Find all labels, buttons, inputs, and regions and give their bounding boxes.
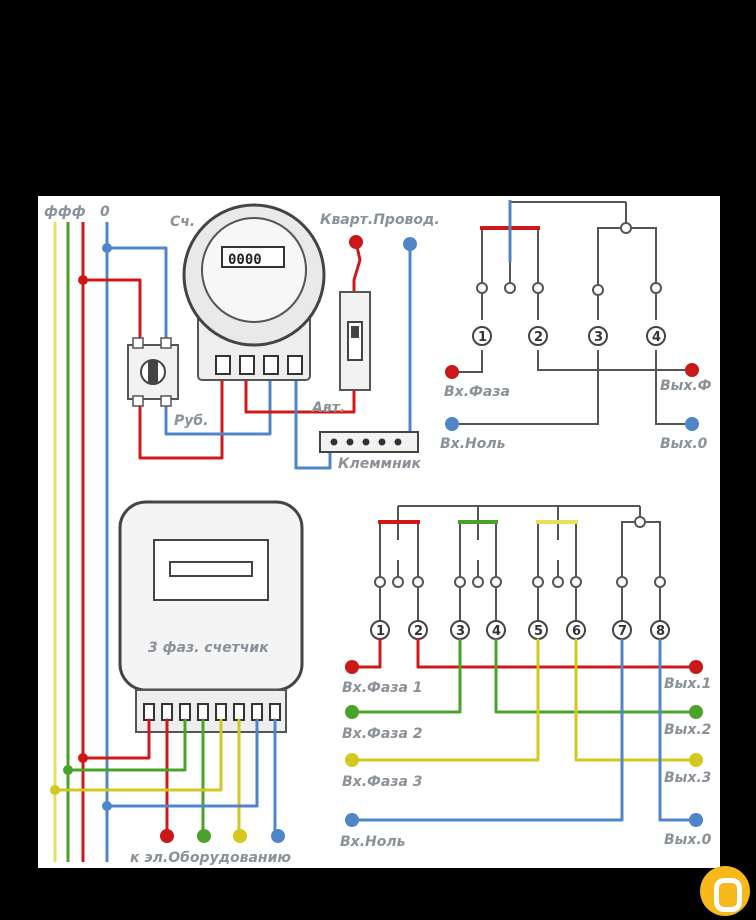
single-terminal-3: 3: [594, 330, 603, 345]
bottom-black-bar: [0, 868, 756, 920]
single-out-neutral-label: Вых.0: [660, 436, 708, 452]
meter-display: 0000: [228, 252, 262, 268]
three-terminal-8: 8: [656, 624, 665, 639]
single-terminal-2: 2: [534, 330, 543, 345]
single-phase-meter: [182, 203, 326, 381]
knife-switch: [127, 337, 179, 407]
in-neutral-label: Вх.Ноль: [340, 834, 406, 850]
three-phase-meter-label: 3 фаз. счетчик: [148, 640, 269, 656]
three-phase-terminals: 1 2 3 4 5 6 7 8: [370, 620, 670, 640]
in-phase3-label: Вх.Фаза 3: [342, 774, 423, 790]
three-phase-meter: [118, 500, 304, 733]
right-black-strip: [720, 0, 756, 920]
three-phase-meter-wires: [50, 718, 285, 843]
three-terminal-6: 6: [572, 624, 581, 639]
in-phase2-label: Вх.Фаза 2: [342, 726, 423, 742]
top-black-bar: [0, 0, 756, 196]
main-bus-lines: [53, 222, 109, 862]
terminal-label: Клеммник: [338, 456, 422, 472]
out3-label: Вых.3: [664, 770, 711, 786]
out2-label: Вых.2: [664, 722, 711, 738]
logo-inner-shape: [714, 878, 742, 912]
single-in-phase-label: Вх.Фаза: [444, 384, 510, 400]
three-phase-schematic: [379, 505, 661, 620]
single-out-phase-label: Вых.Ф: [660, 378, 712, 394]
three-terminal-4: 4: [492, 624, 501, 639]
wiring-diagram: ффф 0 Руб.: [44, 200, 712, 866]
to-equipment-label: к эл.Оборудованию: [130, 850, 291, 866]
single-terminals: 1 2 3 4: [472, 326, 666, 346]
three-terminal-5: 5: [534, 624, 543, 639]
out0-label: Вых.0: [664, 832, 712, 848]
meter-label: Сч.: [170, 214, 195, 230]
single-terminal-1: 1: [478, 330, 487, 345]
switch-label: Руб.: [174, 413, 208, 429]
out1-label: Вых.1: [664, 676, 711, 692]
three-terminal-1: 1: [376, 624, 385, 639]
corner-logo: [700, 866, 750, 916]
breaker-label: Авт.: [311, 400, 345, 416]
neutral-top-label: 0: [100, 204, 110, 220]
three-phase-io-wires: [350, 638, 696, 822]
apartment-wiring-label: Кварт.Провод.: [320, 212, 440, 228]
single-contacts: [476, 222, 662, 296]
circuit-breaker: [339, 291, 371, 391]
single-terminal-4: 4: [652, 330, 661, 345]
phases-top-label: ффф: [44, 204, 86, 220]
three-phase-meter-terminals: [143, 703, 281, 721]
terminal-block: [319, 431, 419, 453]
left-black-strip: [0, 0, 38, 920]
three-terminal-2: 2: [414, 624, 423, 639]
three-phase-contacts: [374, 516, 666, 588]
single-phase-wires: [78, 235, 417, 470]
single-in-neutral-label: Вх.Ноль: [440, 436, 506, 452]
in-phase1-label: Вх.Фаза 1: [342, 680, 423, 696]
three-terminal-7: 7: [618, 624, 627, 639]
three-terminal-3: 3: [456, 624, 465, 639]
